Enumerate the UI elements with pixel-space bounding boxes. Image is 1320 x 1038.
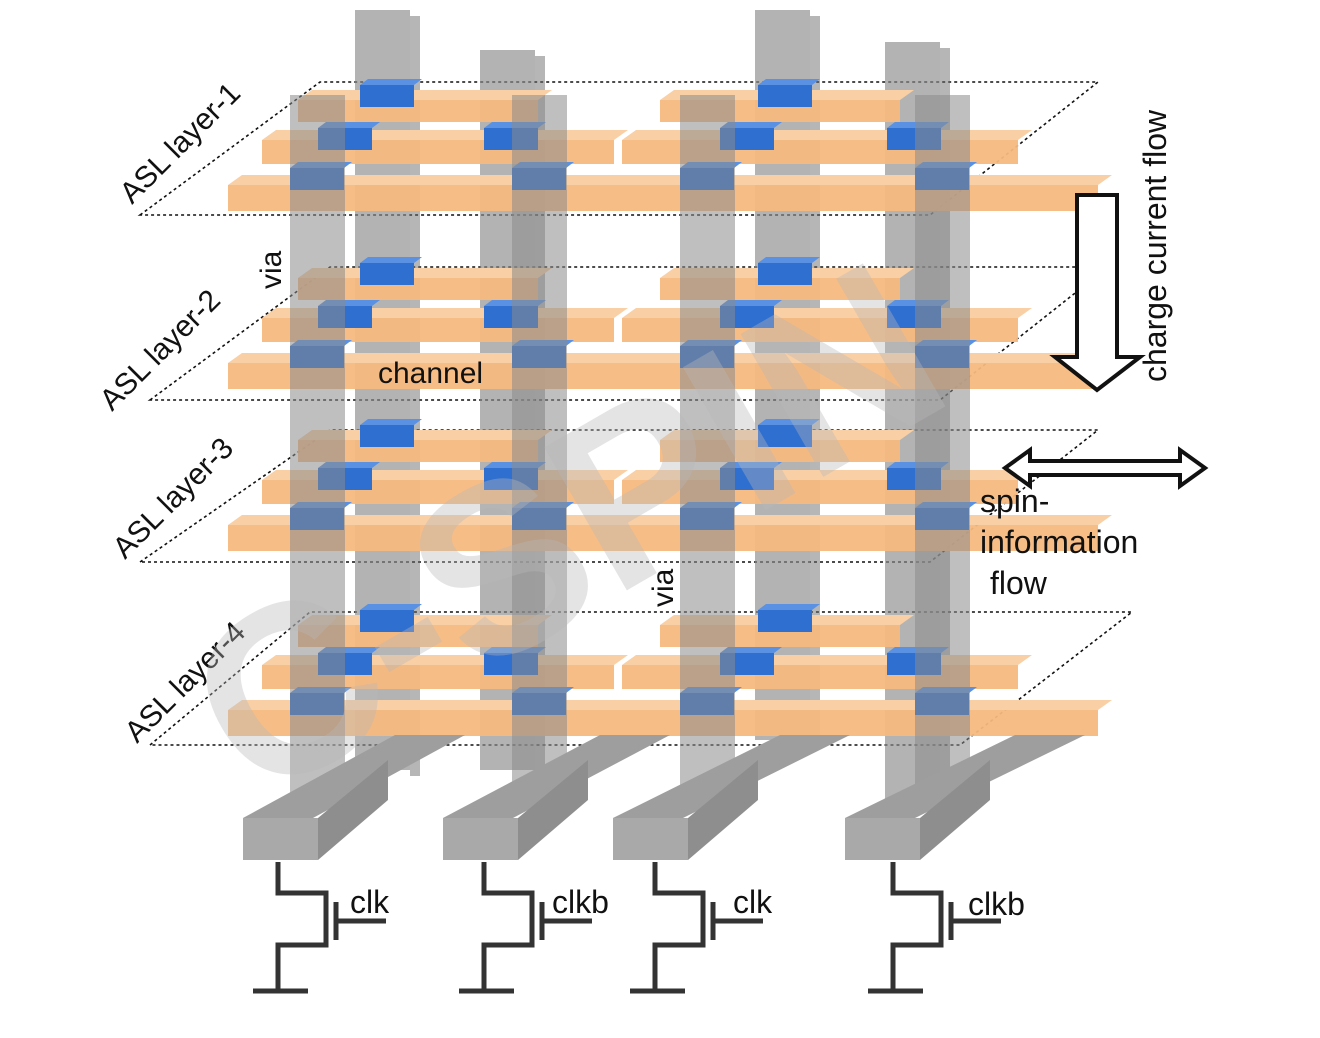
- spin-information-arrow: [1001, 446, 1209, 490]
- channel-wire-top: [228, 700, 1112, 710]
- nanomagnet-top: [758, 257, 820, 263]
- ground-rail-slope: [613, 735, 850, 818]
- nanomagnet-top: [720, 647, 782, 653]
- ground-rail-block: [845, 818, 920, 860]
- transistor-channel: [275, 862, 329, 990]
- via-label-mid: via: [647, 568, 680, 607]
- transistor-channel: [890, 862, 944, 990]
- ground-rails: [243, 735, 1085, 860]
- spin-flow-label-line-3: flow: [990, 565, 1048, 601]
- ground-rail-side: [518, 760, 588, 860]
- ground-rail-slope: [243, 735, 465, 818]
- nanomagnet-top: [360, 79, 422, 85]
- nanomagnet: [758, 263, 812, 285]
- nanomagnet-top: [758, 604, 820, 610]
- nanomagnet: [360, 263, 414, 285]
- nanomagnet-top: [758, 419, 820, 425]
- nanomagnet: [758, 85, 812, 107]
- vias-front: [290, 95, 970, 800]
- nanomagnet: [758, 425, 812, 447]
- via-label-top: via: [255, 250, 288, 289]
- via-column-front: [290, 95, 345, 800]
- channel-wire-top: [228, 515, 1112, 525]
- channel-wire: [298, 278, 538, 300]
- via-column-front: [680, 95, 735, 800]
- nanomagnet: [360, 425, 414, 447]
- channel-wire-top: [228, 175, 1112, 185]
- charge-current-arrow: [1049, 193, 1146, 393]
- ground-rail-side: [688, 760, 758, 860]
- nanomagnet-top: [360, 419, 422, 425]
- spin-flow-label-line-2: information: [980, 524, 1138, 560]
- channel-wire: [298, 100, 538, 122]
- asl-layer-1-label: ASL layer-1: [114, 77, 247, 210]
- nanomagnet-top: [720, 300, 782, 306]
- channel-wire: [298, 440, 538, 462]
- nanomagnet-top: [360, 604, 422, 610]
- via-column-back-side: [410, 16, 420, 776]
- charge-current-flow-label: charge current flow: [1137, 109, 1173, 382]
- via-column-front: [915, 95, 970, 800]
- nanomagnet: [360, 85, 414, 107]
- asl-layer-2-label: ASL layer-2: [94, 284, 227, 417]
- channel-label: channel: [378, 357, 483, 390]
- nanomagnet: [758, 610, 812, 632]
- ground-rail-slope: [845, 735, 1085, 818]
- clock-transistors: [253, 862, 1001, 994]
- layer-planes: [137, 81, 1135, 746]
- clkb-label-1: clkb: [552, 884, 609, 920]
- ground-rail-block: [443, 818, 518, 860]
- asl-layer-4-plane: [147, 611, 1135, 746]
- asl-layer-3-label: ASL layer-3: [107, 432, 240, 565]
- ground-rail-side: [920, 760, 990, 860]
- nanomagnet-top: [758, 79, 820, 85]
- ground-rail-side: [318, 760, 388, 860]
- nanomagnet-top: [720, 462, 782, 468]
- channel-wire-top: [228, 353, 1112, 363]
- transistor-channel: [481, 862, 535, 990]
- spin-flow-label-line-1: spin-: [980, 483, 1049, 519]
- ground-rail-slope: [443, 735, 670, 818]
- nanomagnet-top: [360, 257, 422, 263]
- asl-layer-3-plane: [137, 429, 1101, 563]
- ground-rail-block: [613, 818, 688, 860]
- clkb-label-2: clkb: [968, 886, 1025, 922]
- nanomagnet-top: [720, 122, 782, 128]
- ground-rail-block: [243, 818, 318, 860]
- nanomagnet: [360, 610, 414, 632]
- clk-label-2: clk: [733, 884, 773, 920]
- via-column-front: [512, 95, 567, 785]
- transistor-channel: [652, 862, 706, 990]
- clk-label-1: clk: [350, 884, 390, 920]
- channel-wire: [298, 625, 538, 647]
